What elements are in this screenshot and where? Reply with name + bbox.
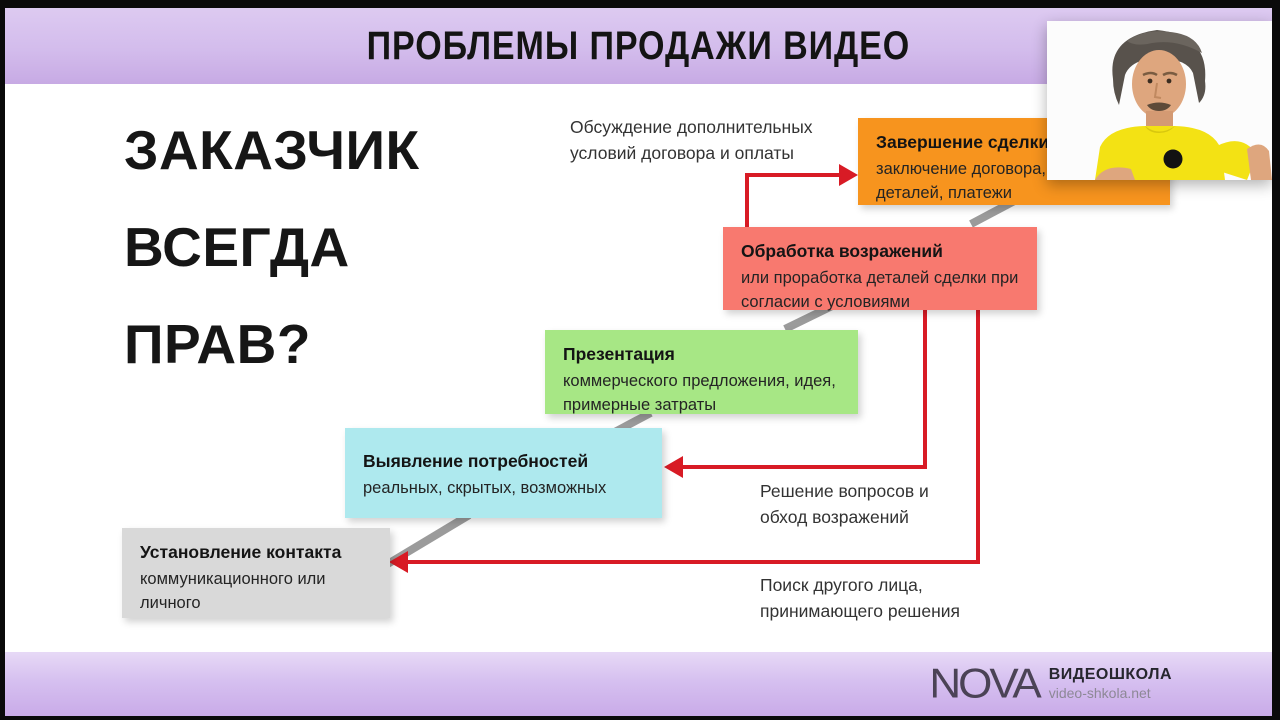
question-line: ПРАВ?: [124, 313, 311, 375]
stage-body: коммерческого предложения, идея, примерн…: [563, 371, 836, 414]
stage-box-needs: Выявление потребностей реальных, скрытых…: [345, 428, 662, 518]
question-heading: ЗАКАЗЧИК ВСЕГДА ПРАВ?: [124, 102, 420, 393]
letterbox-left: [0, 0, 5, 720]
stage-box-presentation: Презентация коммерческого предложения, и…: [545, 330, 858, 414]
question-line: ВСЕГДА: [124, 216, 350, 278]
annotation-find-decision-maker: Поиск другого лица, принимающего решения: [760, 575, 960, 622]
annotation-extra-terms: Обсуждение дополнительных условий догово…: [570, 117, 813, 164]
stage-title: Выявление потребностей: [363, 451, 589, 471]
stage-box-contact: Установление контакта коммуникационного …: [122, 528, 390, 618]
brand-site-url: video-shkola.net: [1048, 685, 1151, 702]
slide-footer: NOVA ВИДЕОШКОЛА video-shkola.net: [5, 652, 1272, 716]
stage-title: Презентация: [563, 344, 675, 364]
red-connector-line: [923, 309, 927, 469]
presenter-webcam: [1047, 21, 1272, 180]
stage-title: Завершение сделки: [876, 132, 1050, 152]
brand-school-label: ВИДЕОШКОЛА: [1048, 666, 1172, 684]
stage-box-objections: Обработка возражений или проработка дета…: [723, 227, 1037, 311]
red-connector-line: [745, 175, 749, 229]
question-line: ЗАКАЗЧИК: [124, 119, 420, 181]
stage-body: или проработка деталей сделки при соглас…: [741, 268, 1019, 311]
brand-nova-wordmark: NOVA: [929, 660, 1041, 707]
arrow-right-icon: [839, 164, 858, 186]
arrow-left-icon: [664, 456, 683, 478]
stage-body: коммуникационного или личного: [140, 569, 326, 612]
red-connector-line: [408, 560, 980, 564]
letterbox-top: [0, 0, 1280, 8]
letterbox-bottom: [0, 716, 1280, 720]
stage-title: Установление контакта: [140, 542, 342, 562]
red-connector-line: [683, 465, 927, 469]
stage-body: реальных, скрытых, возможных: [363, 478, 607, 497]
red-connector-line: [976, 309, 980, 564]
stage-title: Обработка возражений: [741, 241, 943, 261]
arrow-left-icon: [389, 551, 408, 573]
slide-title: ПРОБЛЕМЫ ПРОДАЖИ ВИДЕО: [366, 23, 911, 68]
annotation-resolve-objections: Решение вопросов и обход возражений: [760, 481, 929, 528]
letterbox-right: [1272, 0, 1280, 720]
red-connector-line: [745, 173, 840, 177]
presenter-illustration: [1047, 21, 1272, 180]
brand-logo: NOVA ВИДЕОШКОЛА video-shkola.net: [929, 662, 1172, 706]
